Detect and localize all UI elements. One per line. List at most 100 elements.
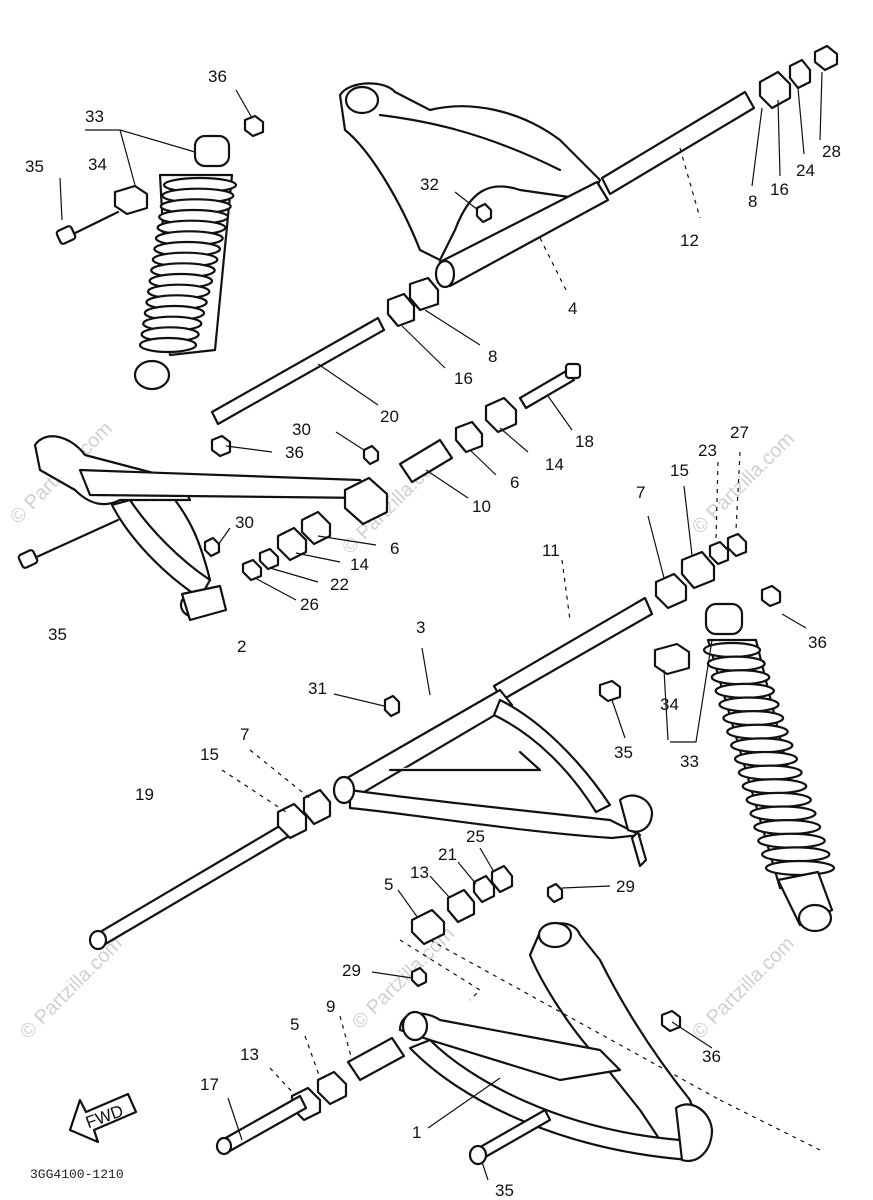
watermark: © Partzilla.com bbox=[16, 933, 127, 1044]
upper-arm-4 bbox=[338, 82, 610, 289]
callout-10: 10 bbox=[472, 497, 491, 516]
callout-14: 14 bbox=[350, 555, 369, 574]
callout-23: 23 bbox=[698, 441, 717, 460]
callout-6: 6 bbox=[390, 539, 399, 558]
spring-coil bbox=[722, 710, 785, 727]
shock-absorber-left bbox=[133, 134, 238, 391]
callout-1: 1 bbox=[412, 1123, 421, 1142]
collar-7 bbox=[654, 572, 688, 610]
bushing-34 bbox=[113, 184, 149, 216]
callout-13: 13 bbox=[410, 863, 429, 882]
callout-2: 2 bbox=[237, 637, 246, 656]
washer-21 bbox=[472, 874, 496, 904]
shock-absorber-right bbox=[702, 602, 836, 933]
callout-36: 36 bbox=[808, 633, 827, 652]
callout-8: 8 bbox=[488, 347, 497, 366]
callout-7: 7 bbox=[636, 483, 645, 502]
nut-28 bbox=[813, 44, 839, 72]
collar-16 bbox=[386, 292, 416, 328]
callout-7: 7 bbox=[240, 725, 249, 744]
callout-21: 21 bbox=[438, 845, 457, 864]
callout-labels: 36 33 35 34 32 4 8 16 24 28 12 8 16 20 1… bbox=[25, 67, 841, 1200]
spring-coil bbox=[753, 819, 822, 836]
collar-13 bbox=[446, 888, 476, 924]
callout-27: 27 bbox=[730, 423, 749, 442]
callout-24: 24 bbox=[796, 161, 815, 180]
spring-coil bbox=[718, 696, 780, 713]
spring-coil bbox=[749, 805, 817, 822]
watermark: © Partzilla.com bbox=[688, 933, 799, 1044]
callout-28: 28 bbox=[822, 142, 841, 161]
nipple-29 bbox=[546, 882, 564, 904]
collar-8 bbox=[408, 276, 440, 312]
callout-29: 29 bbox=[342, 961, 361, 980]
upper-arm-2 bbox=[33, 435, 389, 622]
spring-coil bbox=[138, 336, 198, 354]
callout-33: 33 bbox=[85, 107, 104, 126]
collar-15 bbox=[680, 550, 716, 590]
spring-coil bbox=[706, 655, 766, 672]
shaft-11 bbox=[492, 596, 654, 702]
spring-coil bbox=[761, 846, 831, 863]
nipple-30 bbox=[362, 444, 380, 466]
nut-27 bbox=[726, 532, 748, 558]
nipple-30 bbox=[203, 536, 221, 558]
spring-coil bbox=[702, 641, 762, 659]
nipple-32 bbox=[475, 202, 493, 224]
callout-34: 34 bbox=[88, 155, 107, 174]
nut-35 bbox=[598, 679, 622, 703]
callout-36: 36 bbox=[208, 67, 227, 86]
callout-17: 17 bbox=[200, 1075, 219, 1094]
fwd-arrow: FWD bbox=[68, 1092, 138, 1144]
bushing-6 bbox=[300, 510, 332, 546]
diagram-code: 3GG4100-1210 bbox=[30, 1167, 124, 1182]
collar-7 bbox=[302, 788, 332, 826]
spring-coil bbox=[733, 750, 799, 768]
callout-11: 11 bbox=[542, 541, 560, 560]
callout-5: 5 bbox=[384, 875, 393, 894]
spring-coil bbox=[764, 859, 836, 877]
washer-22 bbox=[258, 547, 280, 571]
sleeve-10 bbox=[398, 438, 454, 484]
callout-6: 6 bbox=[510, 473, 519, 492]
callout-16: 16 bbox=[454, 369, 473, 388]
long-bolt-19 bbox=[93, 812, 308, 948]
nut-36 bbox=[243, 114, 265, 138]
washer-23 bbox=[708, 540, 730, 566]
long-bolt-20 bbox=[210, 316, 386, 426]
callout-19: 19 bbox=[135, 785, 154, 804]
spring-coil bbox=[741, 778, 808, 795]
bolt-17 bbox=[220, 1094, 308, 1154]
lower-arm-1 bbox=[398, 921, 714, 1163]
spring-coil bbox=[714, 682, 775, 699]
nipple-29 bbox=[410, 966, 428, 988]
callout-25: 25 bbox=[466, 827, 485, 846]
bolt-5 bbox=[410, 908, 446, 946]
lower-arm-3 bbox=[332, 688, 654, 868]
callout-8: 8 bbox=[748, 192, 757, 211]
bushing-14 bbox=[276, 526, 308, 562]
callout-35: 35 bbox=[495, 1181, 514, 1200]
callout-35: 35 bbox=[614, 743, 633, 762]
callout-35: 35 bbox=[48, 625, 67, 644]
nut-36 bbox=[660, 1009, 682, 1033]
callout-15: 15 bbox=[200, 745, 219, 764]
collar-15 bbox=[276, 802, 308, 840]
washer-24 bbox=[788, 58, 812, 90]
callout-9: 9 bbox=[326, 997, 335, 1016]
callout-26: 26 bbox=[300, 595, 319, 614]
sleeve-9 bbox=[346, 1036, 406, 1082]
bushing-6 bbox=[454, 420, 484, 454]
callout-13: 13 bbox=[240, 1045, 259, 1064]
callout-15: 15 bbox=[670, 461, 689, 480]
callout-35: 35 bbox=[25, 157, 44, 176]
nut-26 bbox=[241, 558, 263, 582]
bolt-18 bbox=[518, 368, 576, 410]
spring-coil bbox=[757, 832, 826, 849]
callout-30: 30 bbox=[292, 420, 311, 439]
callout-14: 14 bbox=[545, 455, 564, 474]
nipple-31 bbox=[383, 694, 401, 718]
collar-16 bbox=[758, 70, 792, 110]
callout-20: 20 bbox=[380, 407, 399, 426]
callout-31: 31 bbox=[308, 679, 327, 698]
